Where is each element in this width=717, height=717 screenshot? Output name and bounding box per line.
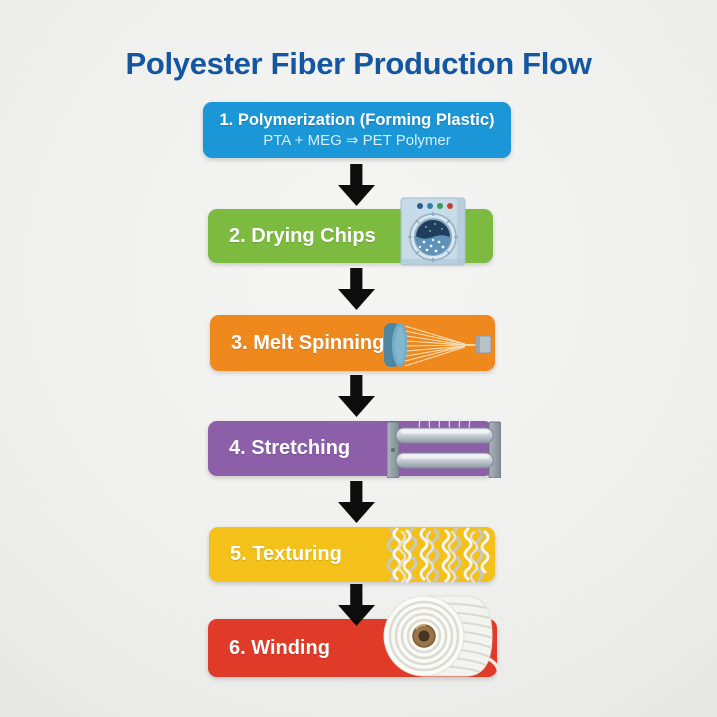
step-bar-melt-spinning: 3. Melt Spinning <box>210 315 495 371</box>
step-label: 3. Melt Spinning <box>231 331 385 354</box>
dryer-machine-icon <box>400 197 466 266</box>
flow-arrow-down-icon <box>338 164 375 206</box>
stretching-rollers-icon <box>387 416 501 478</box>
step-label: 5. Texturing <box>230 543 342 565</box>
yarn-spool-icon <box>383 595 502 683</box>
flow-arrow-down-icon <box>338 375 375 417</box>
flow-arrow-down-icon <box>338 481 375 523</box>
step-label: 1. Polymerization (Forming Plastic) <box>219 110 495 129</box>
flow-arrow-down-icon <box>338 268 375 310</box>
step-label: 6. Winding <box>229 636 330 659</box>
spinneret-icon <box>384 323 492 367</box>
step-sublabel: PTA + MEG ⇒ PET Polymer <box>263 132 451 150</box>
step-label: 4. Stretching <box>229 437 351 459</box>
step-bar-polymerization: 1. Polymerization (Forming Plastic) PTA … <box>203 102 511 158</box>
crimped-fibers-icon <box>386 526 490 584</box>
diagram-title: Polyester Fiber Production Flow <box>125 46 592 81</box>
step-label: 2. Drying Chips <box>229 224 376 247</box>
